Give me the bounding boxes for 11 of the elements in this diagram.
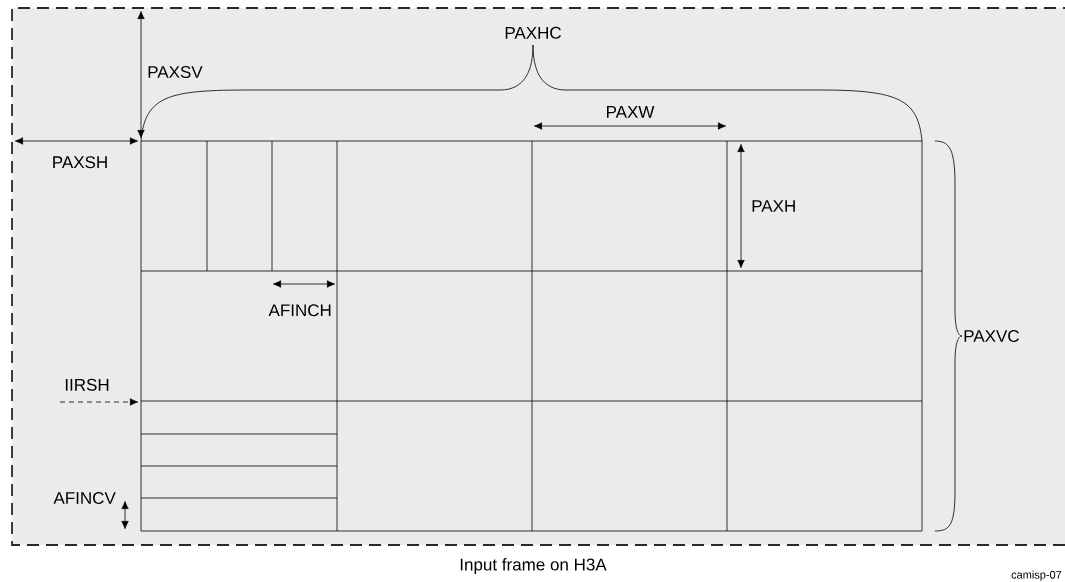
dimension-label: IIRSH bbox=[65, 378, 109, 391]
dimension-label: PAXVC bbox=[964, 330, 1019, 343]
dimension-label: PAXH bbox=[752, 200, 795, 212]
dimension-label: PAXW bbox=[607, 106, 655, 118]
dimension-label: PAXSV bbox=[148, 66, 203, 79]
caption: Input frame on H3A bbox=[460, 558, 607, 574]
dimension-label: PAXHC bbox=[505, 26, 561, 39]
dimension-label: AFINCH bbox=[268, 304, 331, 317]
dimension-label: PAXSH bbox=[53, 156, 107, 169]
dimension-label: camisp-07 bbox=[1011, 570, 1062, 581]
dimension-label: AFINCV bbox=[53, 492, 116, 505]
